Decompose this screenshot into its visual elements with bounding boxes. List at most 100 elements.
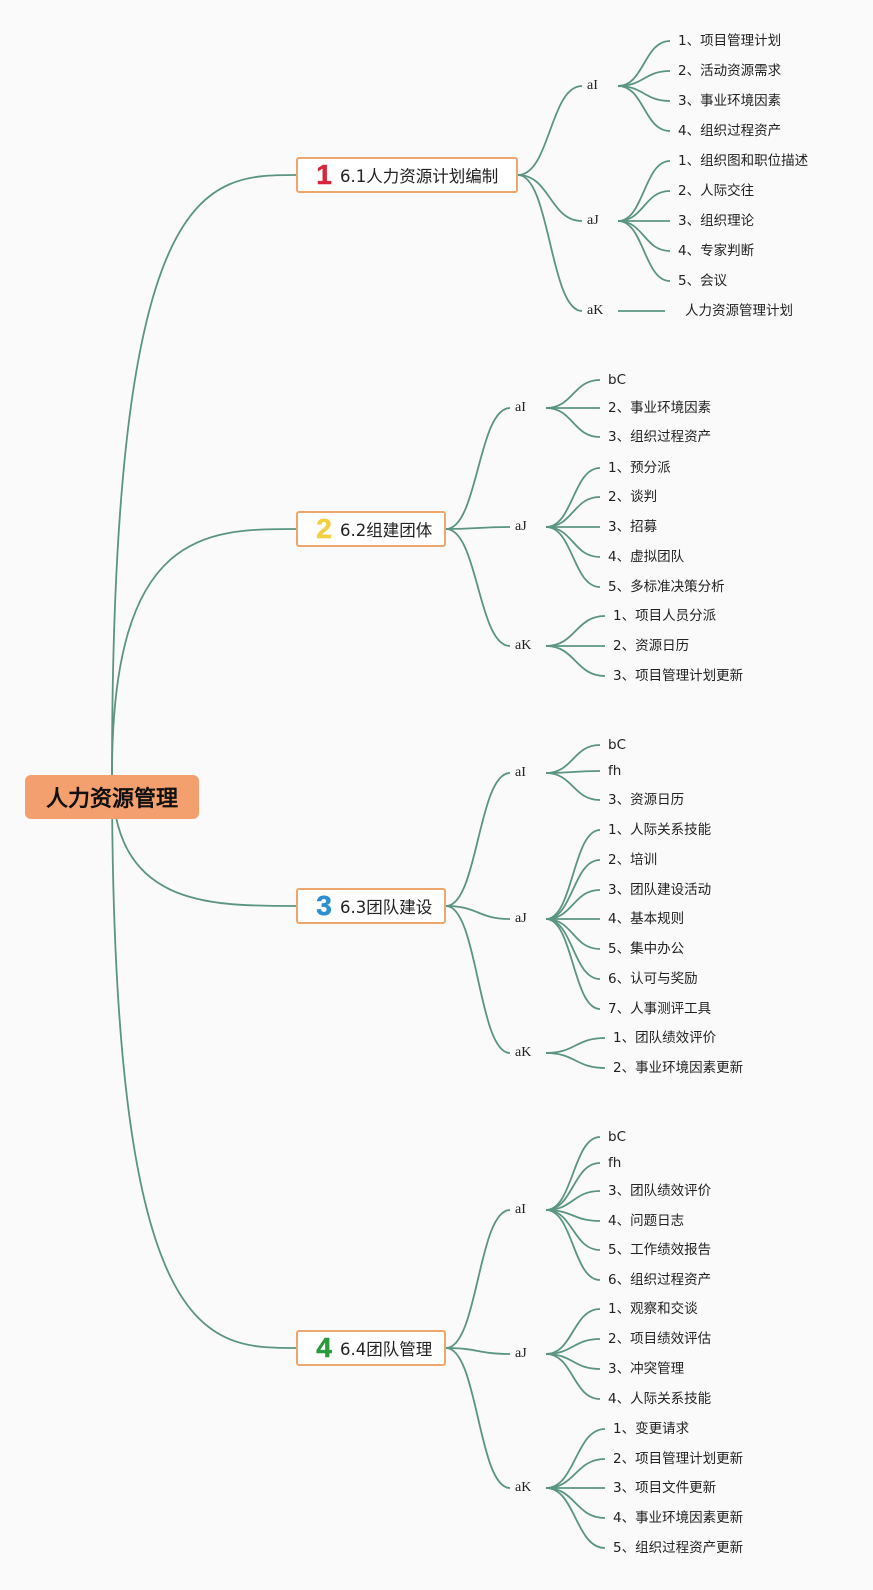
leaf-item[interactable]: 5、会议 xyxy=(678,273,728,289)
group-label-aI[interactable]: aI xyxy=(515,765,526,780)
leaf-item[interactable]: 7、人事测评工具 xyxy=(608,1001,712,1017)
leaf-item[interactable]: fh xyxy=(608,1155,622,1171)
leaf-item[interactable]: 2、事业环境因素更新 xyxy=(613,1060,744,1076)
leaf-item[interactable]: 1、预分派 xyxy=(608,460,671,476)
leaf-item[interactable]: 3、事业环境因素 xyxy=(678,93,782,109)
section-to-group-link xyxy=(445,1209,511,1349)
leaf-item[interactable]: 1、变更请求 xyxy=(613,1421,690,1437)
group-to-leaf-link xyxy=(545,889,601,920)
group-to-leaf-link xyxy=(545,1136,601,1211)
leaf-item[interactable]: 1、项目管理计划 xyxy=(678,33,782,49)
section-to-group-link xyxy=(517,174,583,222)
group-label-aK[interactable]: aK xyxy=(515,1480,532,1495)
leaf-item[interactable]: bC xyxy=(608,1129,626,1145)
leaf-item[interactable]: 1、项目人员分派 xyxy=(613,608,717,624)
leaf-item[interactable]: 6、认可与奖励 xyxy=(608,971,698,987)
leaf-item[interactable]: 5、多标准决策分析 xyxy=(608,579,725,595)
group-label-aJ[interactable]: aJ xyxy=(587,213,599,228)
group-label-aI[interactable]: aI xyxy=(515,1202,526,1217)
leaf-item[interactable]: 3、冲突管理 xyxy=(608,1361,685,1377)
root-to-section-link xyxy=(111,774,297,1349)
section-to-group-link xyxy=(445,1347,511,1489)
section-to-group-link xyxy=(517,174,583,312)
group-to-leaf-link xyxy=(545,1162,601,1211)
group-label-aI[interactable]: aI xyxy=(515,400,526,415)
leaf-item[interactable]: 2、事业环境因素 xyxy=(608,400,712,416)
leaf-item[interactable]: 2、资源日历 xyxy=(613,638,690,654)
leaf-item[interactable]: 2、培训 xyxy=(608,852,658,868)
leaf-item[interactable]: 2、谈判 xyxy=(608,489,658,505)
leaf-item[interactable]: 3、资源日历 xyxy=(608,792,685,808)
group-to-leaf-link xyxy=(545,615,606,647)
group-label-aK[interactable]: aK xyxy=(515,1045,532,1060)
leaf-item[interactable]: 4、基本规则 xyxy=(608,911,685,927)
group-to-leaf-link xyxy=(545,645,606,677)
leaf-item[interactable]: 3、招募 xyxy=(608,519,658,535)
group-to-leaf-link xyxy=(545,1487,606,1519)
section-to-group-link xyxy=(445,407,511,530)
leaf-item[interactable]: 3、项目文件更新 xyxy=(613,1480,717,1496)
leaf-item[interactable]: 1、组织图和职位描述 xyxy=(678,153,809,169)
leaf-item[interactable]: 4、人际关系技能 xyxy=(608,1391,712,1407)
group-to-leaf-link xyxy=(617,220,671,252)
group-to-leaf-link xyxy=(545,526,601,558)
leaf-item[interactable]: 3、团队建设活动 xyxy=(608,882,712,898)
leaf-item[interactable]: 5、工作绩效报告 xyxy=(608,1242,712,1258)
group-to-leaf-link xyxy=(617,160,671,222)
leaf-item[interactable]: 3、团队绩效评价 xyxy=(608,1183,712,1199)
group-label-aK[interactable]: aK xyxy=(587,303,604,318)
leaf-item[interactable]: 4、问题日志 xyxy=(608,1213,685,1229)
group-to-leaf-link xyxy=(617,190,671,222)
leaf-item[interactable]: fh xyxy=(608,763,622,779)
leaf-item[interactable]: bC xyxy=(608,737,626,753)
leaf-item[interactable]: 4、事业环境因素更新 xyxy=(613,1510,744,1526)
leaf-item[interactable]: 1、观察和交谈 xyxy=(608,1301,698,1317)
leaf-item[interactable]: 3、项目管理计划更新 xyxy=(613,668,744,684)
leaf-item[interactable]: 6、组织过程资产 xyxy=(608,1272,712,1288)
section-to-group-link xyxy=(445,1347,511,1355)
leaf-item[interactable]: 3、组织过程资产 xyxy=(608,429,712,445)
section-label: 6.1人力资源计划编制 xyxy=(340,167,499,186)
leaf-item[interactable]: 1、团队绩效评价 xyxy=(613,1030,717,1046)
section-to-group-link xyxy=(445,772,511,907)
leaf-item[interactable]: 5、组织过程资产更新 xyxy=(613,1540,744,1556)
group-label-aJ[interactable]: aJ xyxy=(515,1346,527,1361)
leaf-item[interactable]: 1、人际关系技能 xyxy=(608,822,712,838)
group-label-aI[interactable]: aI xyxy=(587,78,598,93)
group-to-leaf-link xyxy=(545,918,601,980)
leaf-item[interactable]: 人力资源管理计划 xyxy=(685,303,793,319)
leaf-item[interactable]: 4、虚拟团队 xyxy=(608,549,685,565)
leaf-item[interactable]: 2、人际交往 xyxy=(678,183,755,199)
leaf-item[interactable]: 2、项目管理计划更新 xyxy=(613,1451,744,1467)
section-label: 6.3团队建设 xyxy=(340,898,433,917)
group-to-leaf-link xyxy=(545,496,601,528)
group-to-leaf-link xyxy=(545,1209,601,1281)
section-number-icon: 4 xyxy=(316,1332,332,1364)
leaf-item[interactable]: 4、专家判断 xyxy=(678,243,755,259)
group-label-aK[interactable]: aK xyxy=(515,638,532,653)
group-to-leaf-link xyxy=(545,829,601,920)
group-to-leaf-link xyxy=(545,744,601,774)
leaf-item[interactable]: bC xyxy=(608,372,626,388)
group-label-aJ[interactable]: aJ xyxy=(515,519,527,534)
group-to-leaf-link xyxy=(545,379,601,409)
leaf-item[interactable]: 2、活动资源需求 xyxy=(678,63,782,79)
group-to-leaf-link xyxy=(545,918,601,1010)
group-to-leaf-link xyxy=(545,407,601,438)
group-to-leaf-link xyxy=(545,1052,606,1069)
section-to-group-link xyxy=(445,526,511,530)
section-number-icon: 3 xyxy=(316,890,332,922)
leaf-item[interactable]: 4、组织过程资产 xyxy=(678,123,782,139)
root-node[interactable]: 人力资源管理 xyxy=(25,775,199,819)
leaf-item[interactable]: 5、集中办公 xyxy=(608,941,685,957)
group-label-aJ[interactable]: aJ xyxy=(515,911,527,926)
section-node-3[interactable]: 3 6.3团队建设 xyxy=(296,888,446,924)
leaf-item[interactable]: 3、组织理论 xyxy=(678,213,755,229)
group-to-leaf-link xyxy=(545,772,601,801)
leaf-item[interactable]: 2、项目绩效评估 xyxy=(608,1331,712,1347)
